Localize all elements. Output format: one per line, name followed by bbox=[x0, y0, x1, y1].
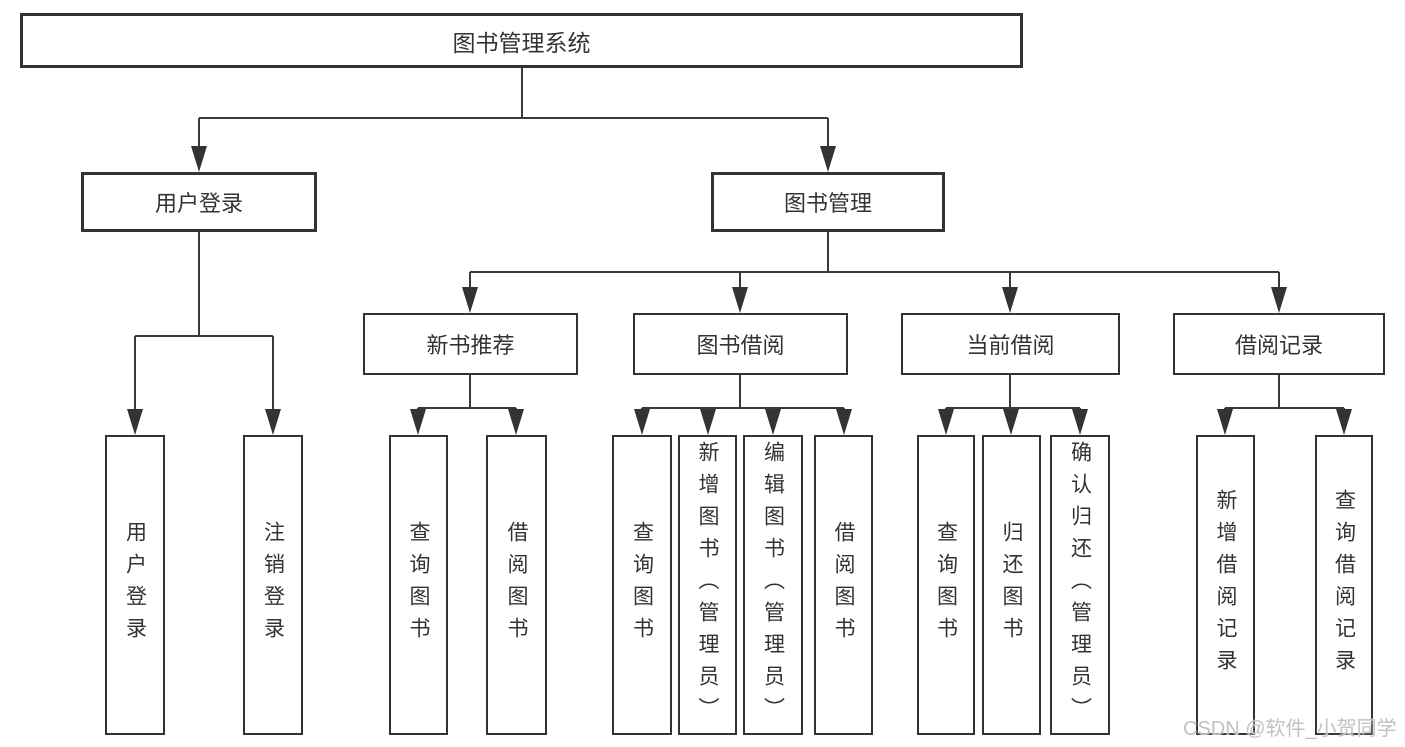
node-current-borrowing: 当前借阅 bbox=[901, 313, 1120, 375]
node-borrowing-records-label: 借阅记录 bbox=[1234, 333, 1323, 358]
leaf-query-books-current: 查询图书 bbox=[917, 435, 975, 735]
leaf-add-borrow-record: 新增借阅记录 bbox=[1196, 435, 1255, 735]
arrow-down-icon bbox=[1002, 287, 1018, 313]
node-current-borrowing-label: 当前借阅 bbox=[966, 333, 1055, 358]
node-book-management-label: 图书管理 bbox=[783, 191, 872, 216]
arrow-down-icon bbox=[634, 409, 650, 435]
leaf-return-book-label: 归还图书 bbox=[1000, 521, 1023, 649]
leaf-user-login-label: 用户登录 bbox=[123, 521, 147, 649]
leaf-return-book: 归还图书 bbox=[982, 435, 1041, 735]
leaf-user-login: 用户登录 bbox=[105, 435, 165, 735]
arrow-down-icon bbox=[462, 287, 478, 313]
arrow-down-icon bbox=[732, 287, 748, 313]
arrowhead-icons bbox=[127, 146, 1352, 435]
node-book-management: 图书管理 bbox=[711, 172, 945, 232]
leaf-edit-book-admin: 编辑图书（管理员） bbox=[743, 435, 803, 735]
node-new-book-recommend-label: 新书推荐 bbox=[426, 333, 515, 358]
arrow-down-icon bbox=[1003, 409, 1019, 435]
node-new-book-recommend: 新书推荐 bbox=[363, 313, 578, 375]
leaf-query-borrow-record-label: 查询借阅记录 bbox=[1332, 489, 1356, 681]
node-user-login-label: 用户登录 bbox=[154, 191, 243, 216]
node-root: 图书管理系统 bbox=[20, 13, 1023, 68]
leaf-confirm-return-admin: 确认归还（管理员） bbox=[1050, 435, 1110, 735]
arrow-down-icon bbox=[508, 409, 524, 435]
node-book-borrowing: 图书借阅 bbox=[633, 313, 848, 375]
arrow-down-icon bbox=[820, 146, 836, 172]
leaf-add-borrow-record-label: 新增借阅记录 bbox=[1214, 489, 1237, 681]
leaf-query-borrow-record: 查询借阅记录 bbox=[1315, 435, 1373, 735]
leaf-query-books-recommend: 查询图书 bbox=[389, 435, 448, 735]
arrow-down-icon bbox=[191, 146, 207, 172]
arrow-down-icon bbox=[1271, 287, 1287, 313]
leaf-borrow-books-recommend: 借阅图书 bbox=[486, 435, 547, 735]
arrow-down-icon bbox=[127, 409, 143, 435]
leaf-logout: 注销登录 bbox=[243, 435, 303, 735]
arrow-down-icon bbox=[836, 409, 852, 435]
arrow-down-icon bbox=[938, 409, 954, 435]
leaf-borrow-books-borrow: 借阅图书 bbox=[814, 435, 873, 735]
leaf-query-books-current-label: 查询图书 bbox=[934, 521, 958, 649]
csdn-watermark: CSDN @软件_小贺同学 bbox=[1183, 718, 1397, 740]
leaf-borrow-books-borrow-label: 借阅图书 bbox=[832, 521, 855, 649]
leaf-edit-book-admin-label: 编辑图书（管理员） bbox=[761, 441, 785, 729]
arrow-down-icon bbox=[410, 409, 426, 435]
arrow-down-icon bbox=[765, 409, 781, 435]
leaf-query-books-borrow-label: 查询图书 bbox=[630, 521, 654, 649]
node-book-borrowing-label: 图书借阅 bbox=[696, 333, 785, 358]
leaf-borrow-books-recommend-label: 借阅图书 bbox=[505, 521, 528, 649]
node-user-login: 用户登录 bbox=[81, 172, 317, 232]
leaf-add-book-admin-label: 新增图书（管理员） bbox=[696, 441, 719, 729]
leaf-confirm-return-admin-label: 确认归还（管理员） bbox=[1068, 441, 1092, 729]
arrow-down-icon bbox=[700, 409, 716, 435]
node-root-label: 图书管理系统 bbox=[452, 29, 591, 56]
arrow-down-icon bbox=[1336, 409, 1352, 435]
arrow-down-icon bbox=[1072, 409, 1088, 435]
node-borrowing-records: 借阅记录 bbox=[1173, 313, 1385, 375]
leaf-query-books-recommend-label: 查询图书 bbox=[407, 521, 430, 649]
arrow-down-icon bbox=[265, 409, 281, 435]
leaf-add-book-admin: 新增图书（管理员） bbox=[678, 435, 737, 735]
leaf-logout-label: 注销登录 bbox=[261, 521, 285, 649]
leaf-query-books-borrow: 查询图书 bbox=[612, 435, 672, 735]
arrow-down-icon bbox=[1217, 409, 1233, 435]
